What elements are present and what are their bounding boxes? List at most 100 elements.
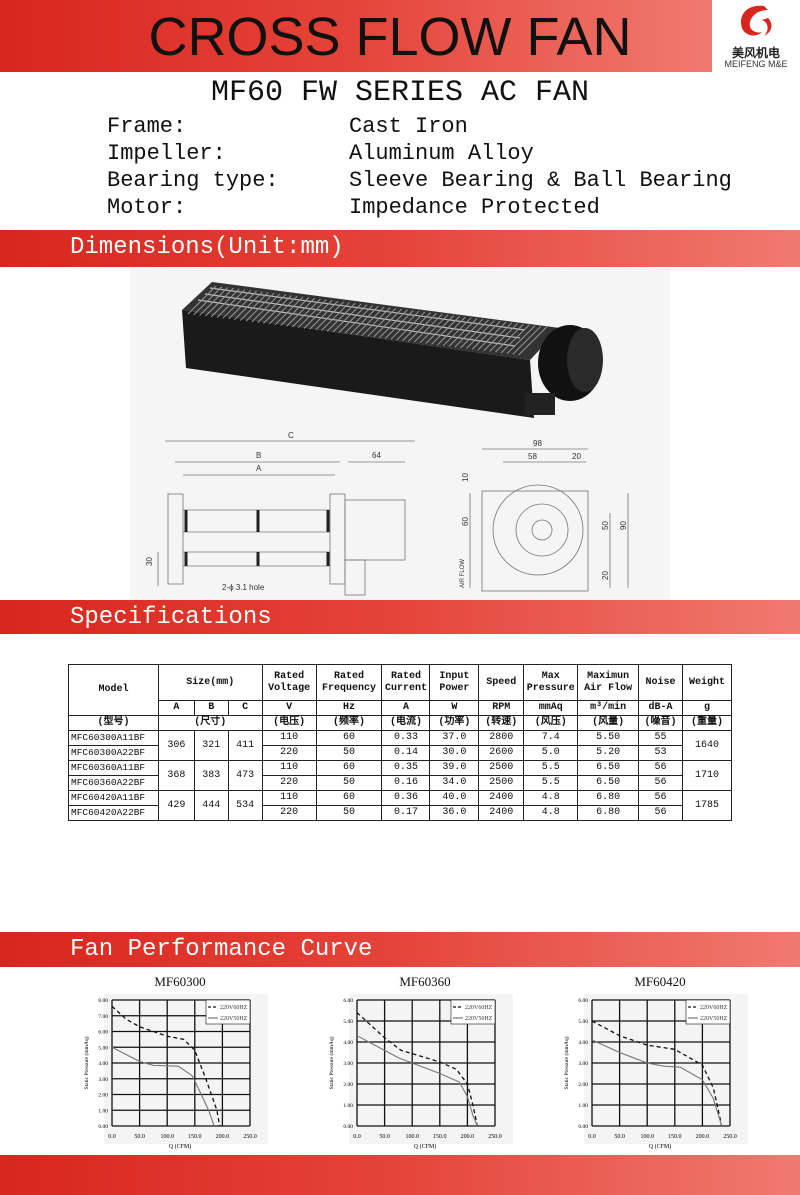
weight-cell: 1785: [682, 790, 732, 821]
y-axis-label: Static Pressure (mmAq): [563, 1036, 570, 1089]
grille-rib: [344, 305, 373, 334]
grille-rib: [408, 313, 437, 342]
value-cell: 50: [315, 805, 383, 821]
x-tick-label: 250.0: [723, 1134, 737, 1140]
grille-rib: [216, 289, 246, 318]
grille-rib: [477, 321, 507, 351]
x-tick-label: 150.0: [188, 1134, 202, 1140]
dim-label-a: A: [256, 464, 262, 473]
value-cell: 4.8: [523, 790, 579, 806]
y-tick-label: 0.00: [343, 1124, 353, 1130]
x-tick-label: 100.0: [160, 1134, 174, 1140]
grille-rib: [338, 304, 368, 334]
dim-label-20-top: 20: [572, 452, 581, 461]
value-cell: 110: [261, 760, 317, 776]
grille-rib: [384, 310, 414, 339]
dim-label-60: 60: [461, 517, 470, 526]
unit-cell: dB-A: [638, 700, 684, 716]
value-cell: 6.50: [577, 775, 640, 791]
header-cell: Input Power: [429, 664, 480, 701]
logo-swirl-icon: [740, 5, 772, 36]
grille-rib: [448, 318, 478, 347]
value-cell: 0.35: [381, 760, 431, 776]
value-cell: 0.36: [381, 790, 431, 806]
cn-cell: (风量): [577, 715, 640, 731]
series-line-220v50hz: [591, 1039, 723, 1127]
dim-label-90: 90: [619, 521, 628, 530]
legend-label: 220V60HZ: [220, 1005, 248, 1011]
table-chinese-row: (型号)(尺寸)(电压)(频率)(电流)(功率)(转速)(风压)(风量)(噪音)…: [68, 715, 732, 731]
y-tick-label: 5.00: [578, 1019, 588, 1025]
grille-rib: [280, 297, 310, 326]
value-cell: 55: [638, 730, 684, 746]
grille-rib: [361, 307, 391, 336]
value-cell: 110: [261, 730, 317, 746]
unit-cell: B: [193, 700, 229, 716]
value-cell: 220: [261, 775, 317, 791]
model-cell: MFC60360A22BF: [68, 775, 159, 791]
value-cell: 6.50: [577, 760, 640, 776]
value-cell: 5.50: [577, 730, 640, 746]
value-cell: 37.0: [429, 730, 480, 746]
section-performance-curve: Fan Performance Curve: [0, 932, 800, 967]
x-tick-label: 200.0: [216, 1134, 230, 1140]
value-cell: 39.0: [429, 760, 480, 776]
hole-label: 2-ϕ 3.1 hole: [222, 583, 265, 592]
cn-cell: (电压): [261, 715, 317, 731]
header-model: Model: [68, 664, 159, 716]
y-tick-label: 2.00: [98, 1093, 108, 1099]
x-tick-label: 50.0: [379, 1134, 390, 1140]
grille-rib: [500, 324, 530, 354]
x-tick-label: 250.0: [488, 1134, 502, 1140]
grille-rib: [442, 317, 472, 347]
cn-cell: (转速): [478, 715, 525, 731]
dim-label-58: 58: [528, 452, 537, 461]
grille-rib: [228, 290, 257, 320]
y-axis-label: Static Pressure (mmAq): [328, 1036, 335, 1089]
value-cell: 60: [315, 790, 383, 806]
value-cell: 60: [315, 760, 383, 776]
dim-label-b: B: [256, 451, 261, 460]
chart-title: MF60420: [634, 974, 685, 989]
grille-rib: [239, 292, 269, 321]
cn-cell: (风压): [523, 715, 579, 731]
y-axis-label: Static Pressure (mmAq): [83, 1036, 90, 1089]
value-cell: 7.4: [523, 730, 579, 746]
x-tick-label: 50.0: [614, 1134, 625, 1140]
series-subtitle: MF60 FW SERIES AC FAN: [210, 76, 590, 110]
model-cell: MFC60420A11BF: [68, 790, 159, 806]
cn-cell: (频率): [315, 715, 383, 731]
legend-box: [450, 999, 496, 1025]
header-size: Size(mm): [157, 664, 263, 701]
grille-rib: [413, 313, 443, 343]
grille-rib: [350, 305, 379, 335]
grille-rib: [251, 293, 281, 323]
legend-label: 220V50HZ: [220, 1016, 248, 1022]
size-cell: 321: [193, 730, 229, 761]
size-cell: 383: [193, 760, 229, 791]
cn-cell: (重量): [682, 715, 732, 731]
value-cell: 6.80: [577, 790, 640, 806]
spec-label-impeller: Impeller:: [107, 141, 226, 166]
x-tick-label: 150.0: [433, 1134, 447, 1140]
legend-box: [205, 999, 251, 1025]
value-cell: 4.8: [523, 805, 579, 821]
legend-label: 220V50HZ: [465, 1016, 493, 1022]
spec-value-impeller: Aluminum Alloy: [349, 141, 534, 166]
cn-cell: (型号): [68, 715, 159, 731]
y-tick-label: 4.00: [98, 1061, 108, 1067]
value-cell: 0.17: [381, 805, 431, 821]
grille-rib: [466, 320, 495, 349]
product-photo: C B A 64 30 2-ϕ 3.1 hole 98 58 20 10 60 …: [145, 282, 629, 596]
value-cell: 0.14: [381, 745, 431, 761]
value-cell: 2400: [478, 790, 525, 806]
dim-label-30: 30: [145, 557, 154, 566]
x-tick-label: 100.0: [405, 1134, 419, 1140]
value-cell: 0.16: [381, 775, 431, 791]
value-cell: 2800: [478, 730, 525, 746]
spec-value-bearing: Sleeve Bearing & Ball Bearing: [349, 168, 732, 193]
